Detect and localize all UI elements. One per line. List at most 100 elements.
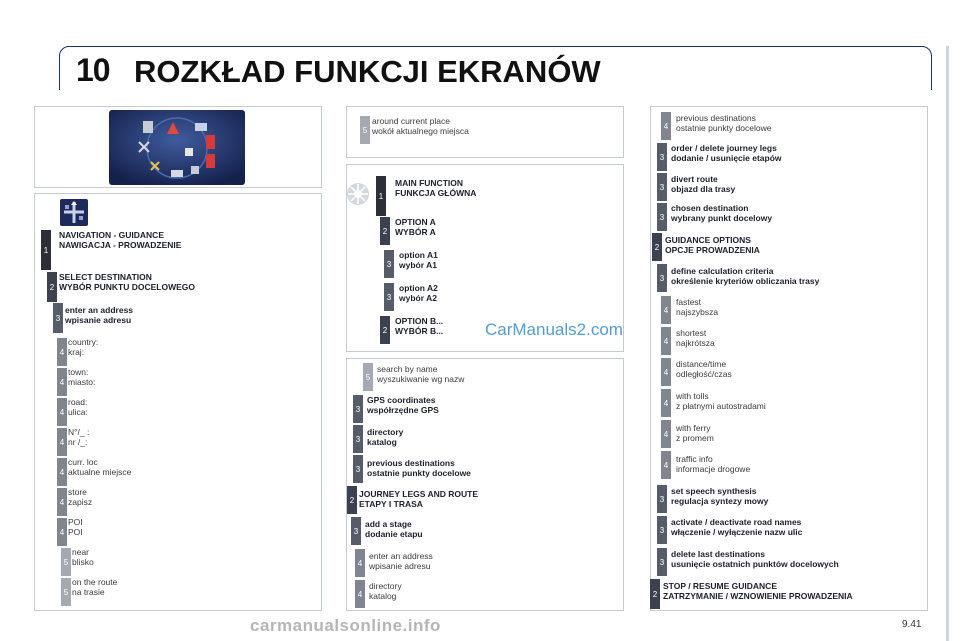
right-item-label: divert route: [671, 174, 718, 184]
middle-bottom-item-translation: katalog: [369, 591, 397, 601]
right-level-badge: 4: [661, 451, 671, 479]
middle-bottom-level-badge: 2: [347, 486, 357, 514]
right-item-label: previous destinations: [676, 113, 756, 123]
chapter-number: 10: [76, 52, 111, 88]
left-level-badge: 4: [57, 428, 67, 456]
middle-bottom-item-label: GPS coordinates: [367, 395, 436, 405]
middle-bottom-item-translation: katalog: [367, 437, 397, 447]
middle-top-item-translation: wokół aktualnego miejsca: [372, 126, 469, 136]
legend-item-label: OPTION A: [395, 217, 436, 227]
legend-item-label: OPTION B...: [395, 316, 444, 326]
right-item-translation: odległość/czas: [676, 369, 732, 379]
left-menu-panel: [34, 193, 322, 611]
left-item-translation: NAWIGACJA - PROWADZENIE: [59, 240, 182, 250]
right-item-translation: informacje drogowe: [676, 464, 751, 474]
right-item-translation: z płatnymi autostradami: [676, 401, 766, 411]
legend-item: OPTION B...WYBÓR B...: [395, 316, 443, 336]
right-item-label: define calculation criteria: [671, 266, 774, 276]
right-item-translation: z promem: [676, 433, 714, 443]
middle-bottom-level-badge: 3: [353, 425, 363, 453]
footer-watermark: carmanualsonline.info: [250, 616, 441, 635]
left-item: country:kraj:: [68, 337, 98, 357]
legend-item-label: MAIN FUNCTION: [395, 178, 463, 188]
right-item-label: GUIDANCE OPTIONS: [665, 235, 751, 245]
left-item: N°/_ :nr /_:: [68, 427, 89, 447]
right-item-label: order / delete journey legs: [671, 143, 777, 153]
middle-bottom-level-badge: 3: [351, 517, 361, 545]
right-item-translation: objazd dla trasy: [671, 184, 736, 194]
middle-bottom-item-label: search by name: [377, 364, 438, 374]
left-item: road:ulica:: [68, 397, 88, 417]
left-item-label: country:: [68, 337, 99, 347]
menu-image-panel: [34, 106, 322, 188]
right-item-label: shortest: [676, 328, 707, 338]
right-item-translation: usunięcie ostatnich punktów docelowych: [671, 559, 839, 569]
left-level-badge: 4: [57, 338, 67, 366]
legend-level-badge: 1: [376, 176, 386, 216]
middle-bottom-item-label: add a stage: [365, 519, 412, 529]
middle-bottom-item-label: enter an address: [369, 551, 433, 561]
left-item-translation: na trasie: [72, 587, 105, 597]
middle-bottom-item-label: directory: [367, 427, 404, 437]
right-level-badge: 2: [652, 233, 662, 261]
right-item-label: with tolls: [676, 391, 709, 401]
legend-level-badge: 3: [384, 283, 394, 311]
left-item-label: SELECT DESTINATION: [59, 272, 152, 282]
watermark: CarManuals2.com: [485, 320, 623, 339]
middle-bottom-item-translation: dodanie etapu: [365, 529, 423, 539]
legend-item-label: option A2: [399, 283, 438, 293]
left-item-label: on the route: [72, 577, 118, 587]
left-item-translation: ulica:: [68, 407, 88, 417]
legend-item-translation: wybór A2: [399, 293, 437, 303]
left-item-label: road:: [68, 397, 88, 407]
navigation-menu-screen-icon: [109, 110, 245, 185]
left-item-label: town:: [68, 367, 89, 377]
right-menu-panel: [650, 106, 928, 611]
middle-bottom-item-translation: współrzędne GPS: [367, 405, 439, 415]
middle-bottom-level-badge: 3: [353, 455, 363, 483]
middle-bottom-level-badge: 4: [355, 549, 365, 577]
left-item-label: curr. loc: [68, 457, 98, 467]
legend-item-label: option A1: [399, 250, 438, 260]
right-item-label: with ferry: [676, 423, 711, 433]
right-level-badge: 3: [657, 143, 667, 171]
right-level-badge: 3: [657, 203, 667, 231]
right-item-translation: dodanie / usunięcie etapów: [671, 153, 782, 163]
left-level-badge: 4: [57, 518, 67, 546]
left-level-badge: 5: [61, 578, 71, 606]
left-item-label: near: [72, 547, 90, 557]
middle-top-panel: [346, 106, 624, 158]
right-level-badge: 3: [657, 264, 667, 292]
middle-bottom-item-label: directory: [369, 581, 402, 591]
legend-item-translation: WYBÓR A: [395, 227, 436, 237]
right-level-badge: 3: [657, 548, 667, 576]
right-level-badge: 4: [661, 358, 671, 386]
left-level-badge: 5: [61, 548, 71, 576]
legend-item-translation: FUNKCJA GŁÓWNA: [395, 188, 477, 198]
left-item-translation: wpisanie adresu: [65, 315, 132, 325]
left-item-label: enter an address: [65, 305, 134, 315]
left-item: town:miasto:: [68, 367, 95, 387]
main-function-icon: [347, 177, 381, 211]
left-item-translation: POI: [68, 527, 83, 537]
